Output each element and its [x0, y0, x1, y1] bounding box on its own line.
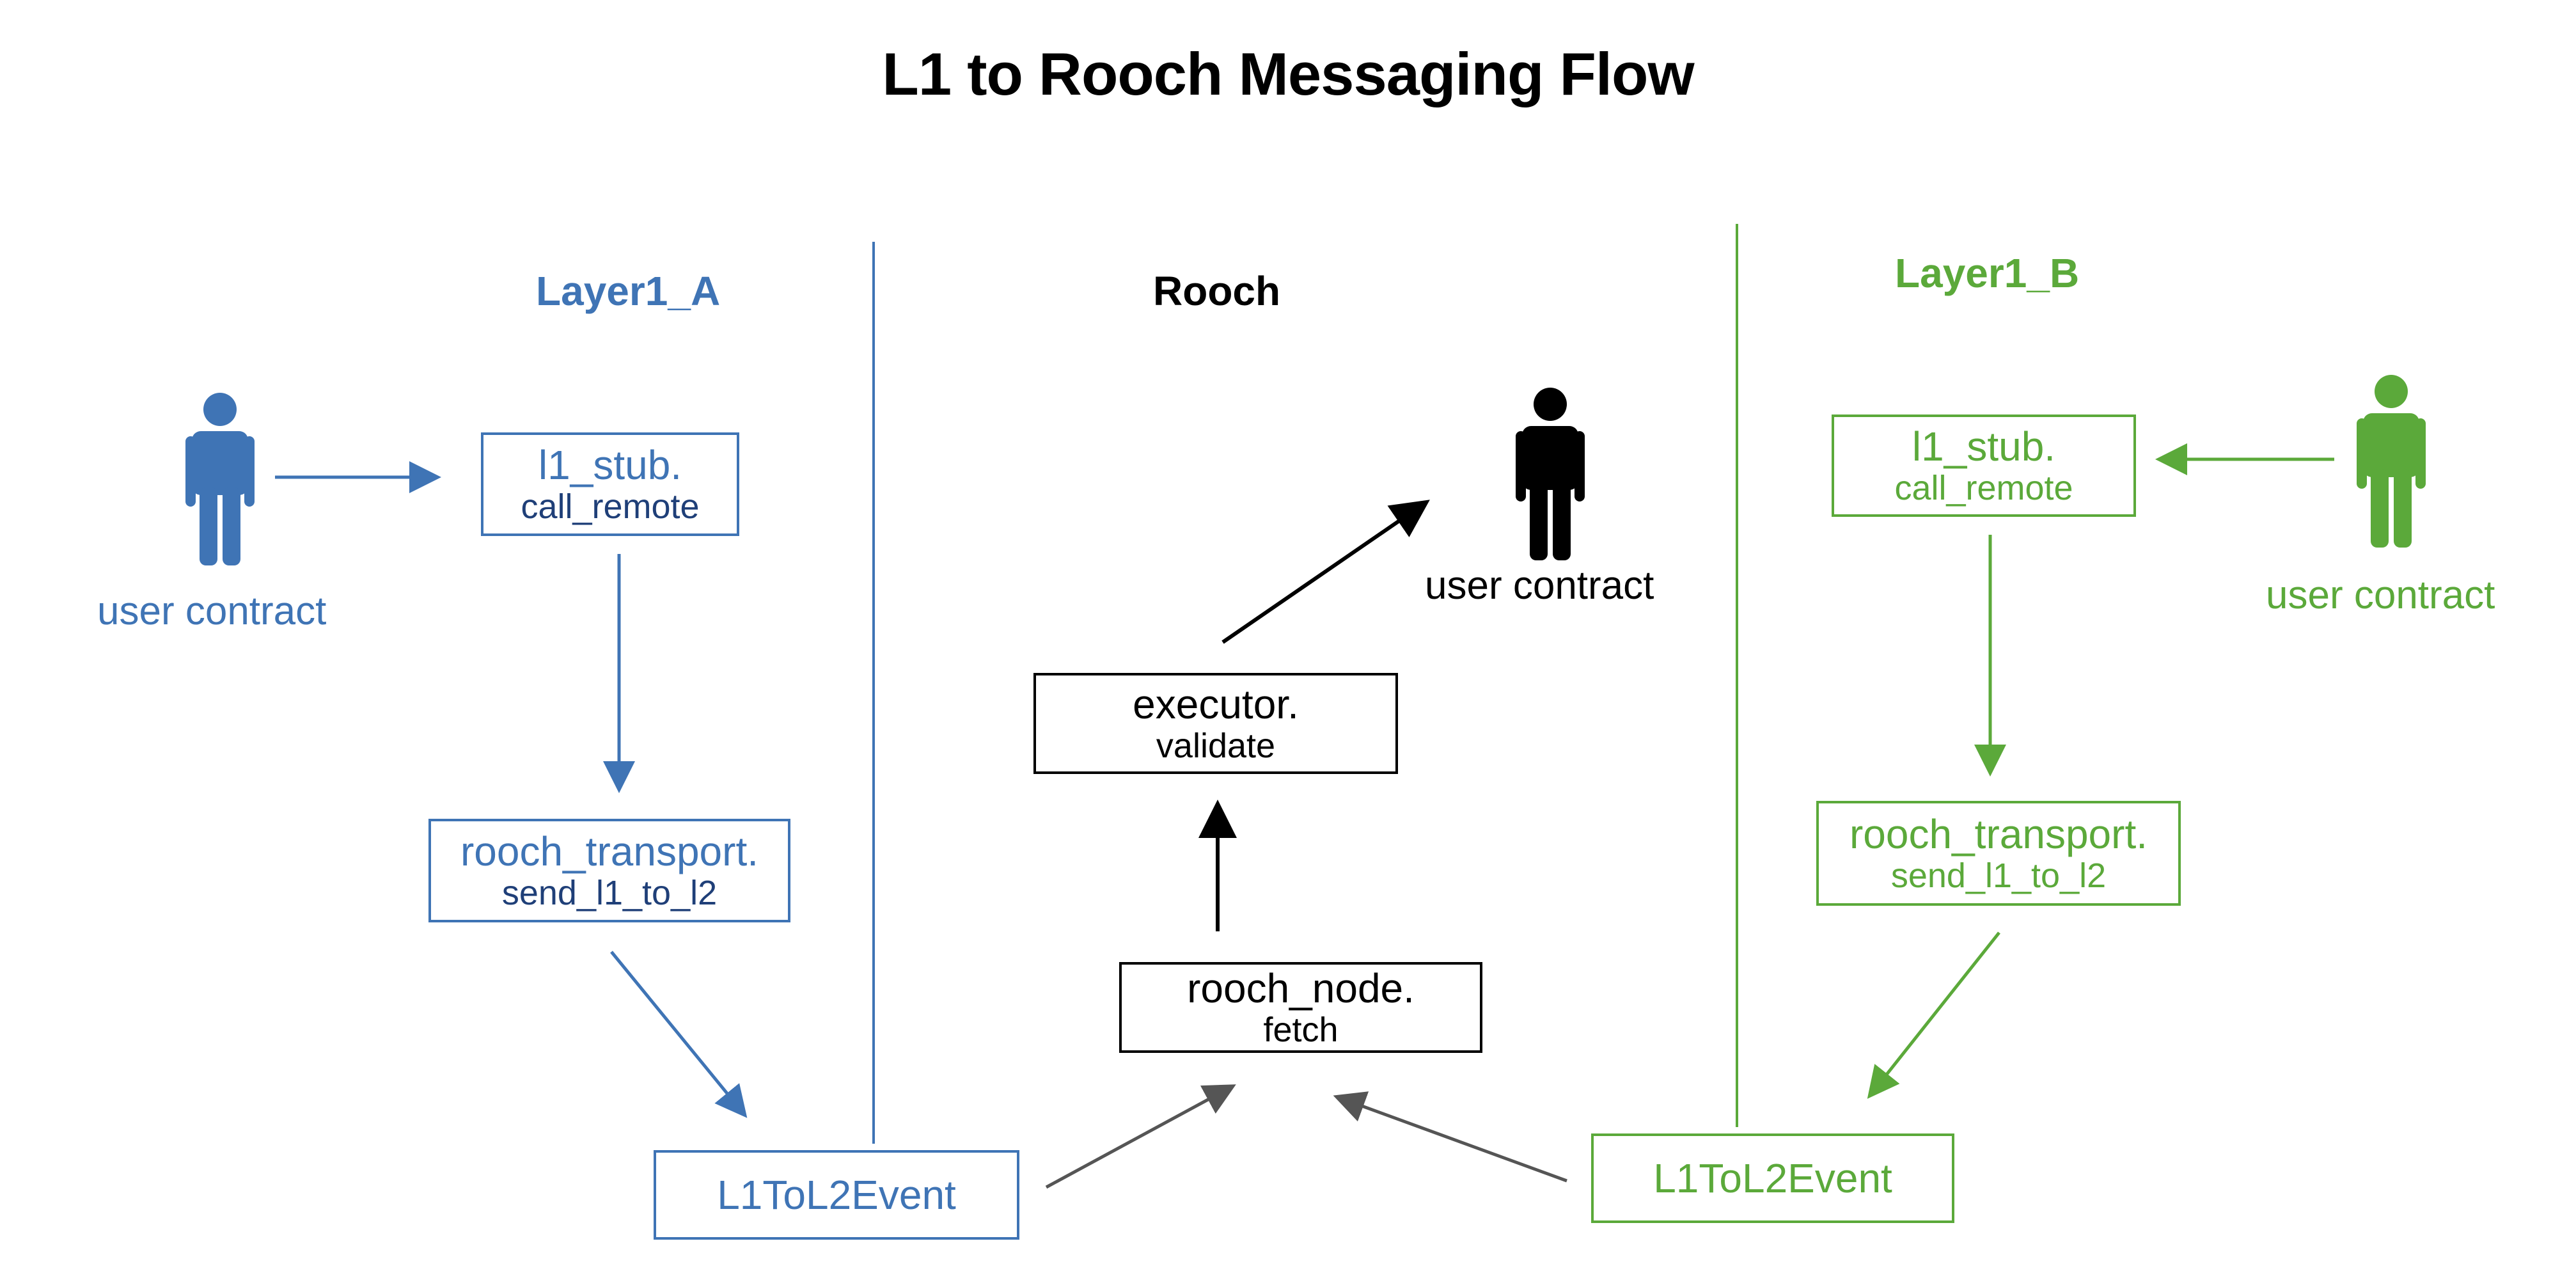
- rooch-executor-function: validate: [1156, 726, 1276, 765]
- layer1-a-actor-label: user contract: [97, 589, 327, 633]
- layer1-b-event-box: L1ToL2Event: [1591, 1133, 1954, 1223]
- arrow-event-b-to-node: [1333, 1091, 1567, 1183]
- layer1-b-event-label: L1ToL2Event: [1653, 1155, 1892, 1201]
- layer1-a-transport-function: send_l1_to_l2: [501, 873, 718, 912]
- layer1-b-heading: Layer1_B: [1895, 250, 2080, 296]
- layer1-b-transport-module: rooch_transport.: [1849, 811, 2148, 858]
- layer1-b-stub-box: l1_stub. call_remote: [1832, 415, 2136, 517]
- rooch-executor-box: executor. validate: [1033, 673, 1398, 774]
- divider-rooch-layer1-b: [1736, 224, 1738, 1127]
- person-icon: [1516, 388, 1585, 560]
- rooch-actor-label: user contract: [1425, 564, 1654, 608]
- divider-layer1-a-rooch: [872, 242, 875, 1144]
- rooch-node-module: rooch_node.: [1187, 965, 1415, 1012]
- layer1-b-transport-box: rooch_transport. send_l1_to_l2: [1816, 801, 2181, 906]
- layer1-b-transport-function: send_l1_to_l2: [1890, 856, 2107, 895]
- layer1-b-stub-function: call_remote: [1894, 468, 2073, 507]
- rooch-heading: Rooch: [1153, 268, 1281, 314]
- arrow-event-a-to-node: [1045, 1084, 1236, 1189]
- diagram-title: L1 to Rooch Messaging Flow: [882, 40, 1694, 107]
- layer1-b-actor-label: user contract: [2266, 573, 2495, 617]
- layer1-a-stub-module: l1_stub.: [538, 442, 682, 489]
- layer1-a-transport-module: rooch_transport.: [460, 828, 759, 875]
- arrow-transport-to-event-a: [610, 951, 748, 1118]
- layer1-a-transport-box: rooch_transport. send_l1_to_l2: [428, 819, 790, 922]
- layer1-a-stub-box: l1_stub. call_remote: [481, 432, 739, 536]
- rooch-executor-module: executor.: [1133, 681, 1299, 728]
- layer1-a-stub-function: call_remote: [521, 487, 700, 526]
- layer1-a-heading: Layer1_A: [536, 268, 721, 314]
- rooch-node-box: rooch_node. fetch: [1119, 962, 1482, 1053]
- person-icon: [2357, 375, 2426, 548]
- arrow-executor-to-user: [1221, 500, 1430, 644]
- rooch-node-function: fetch: [1263, 1010, 1339, 1049]
- arrow-transport-to-event-b: [1867, 931, 2000, 1099]
- layer1-a-event-box: L1ToL2Event: [654, 1150, 1019, 1240]
- layer1-b-stub-module: l1_stub.: [1912, 423, 2056, 470]
- person-icon: [185, 393, 255, 565]
- layer1-a-event-label: L1ToL2Event: [717, 1171, 956, 1218]
